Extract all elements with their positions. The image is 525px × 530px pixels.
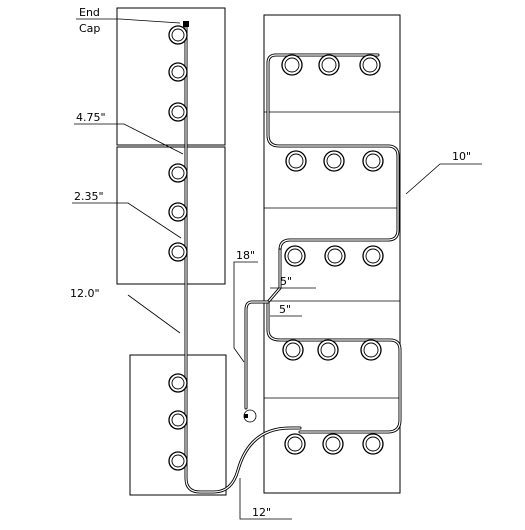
lateral-b-label: 5" <box>279 303 291 316</box>
row-spacing-leader <box>405 163 482 195</box>
end-cap-label-line2: Cap <box>79 22 100 35</box>
leader-lines <box>72 18 482 520</box>
end-cap-label-line1: End <box>79 6 100 19</box>
right-emitters <box>281 54 384 455</box>
serpentine-tube <box>266 53 402 434</box>
bottom-run-label: 12" <box>252 506 271 519</box>
end-plug-icon <box>244 414 248 418</box>
supply-run-leader <box>233 261 258 363</box>
emitter-spacing-leader <box>74 123 184 155</box>
bottom-run-leader <box>239 478 292 520</box>
supply-branch-tube <box>243 300 270 423</box>
emitter-offset-leader <box>72 202 182 239</box>
emitter-offset-label: 2.35" <box>74 190 104 203</box>
left-emitters <box>168 25 188 471</box>
emitter-spacing-label: 4.75" <box>76 111 106 124</box>
main-supply-tube <box>184 22 302 494</box>
end-cap-icon <box>183 21 189 27</box>
lateral-a-label: 5" <box>280 275 292 288</box>
row-spacing-label: 10" <box>452 150 471 163</box>
left-run-label: 12.0" <box>70 287 100 300</box>
supply-run-label: 18" <box>236 249 255 262</box>
end-cap-leader <box>76 18 181 24</box>
left-run-leader <box>127 294 181 334</box>
